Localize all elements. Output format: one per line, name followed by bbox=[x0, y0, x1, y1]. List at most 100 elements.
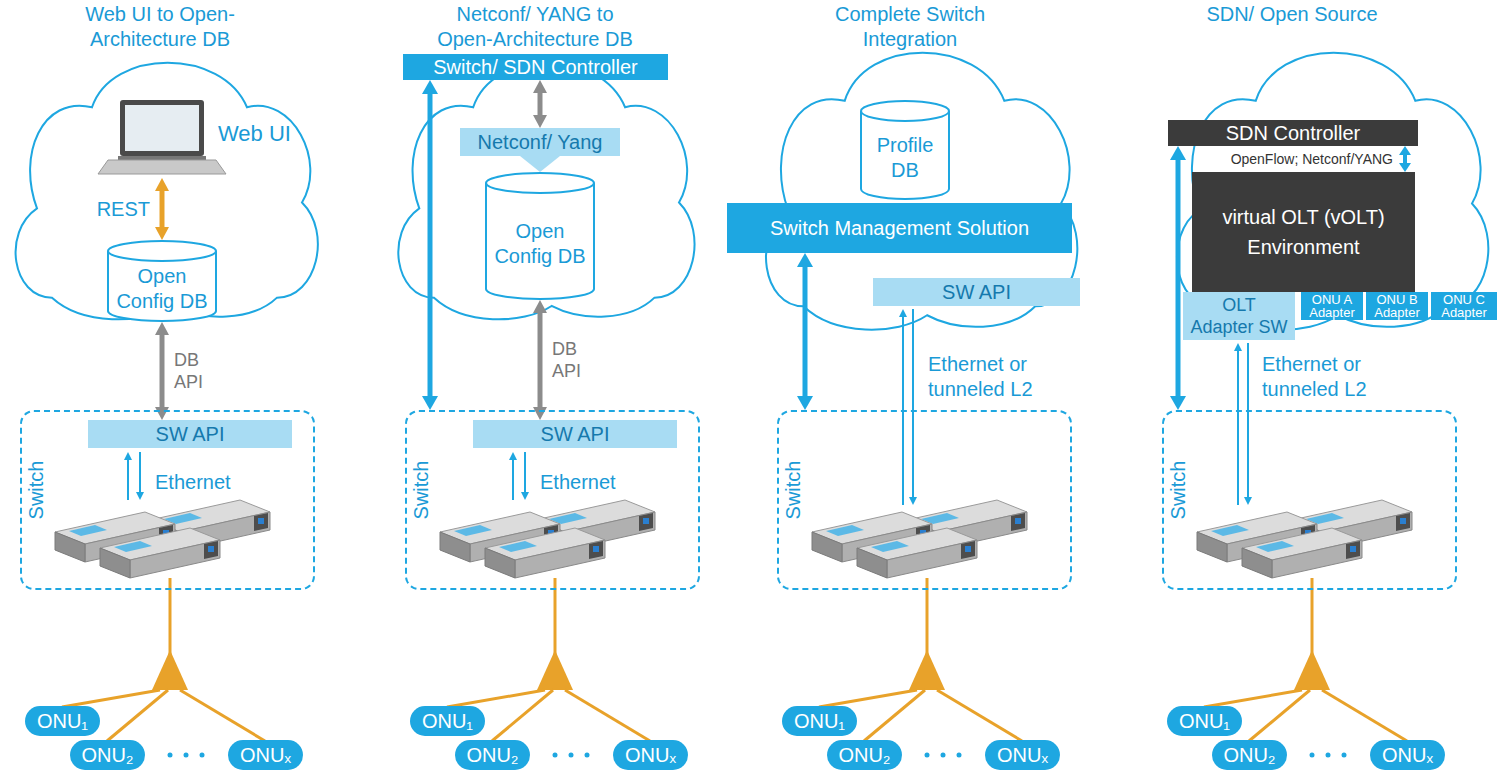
panel-title: Netconf/ YANG to Open-Architecture DB bbox=[429, 2, 641, 52]
database-cylinder: Profile DB bbox=[860, 100, 950, 200]
connector bbox=[540, 93, 541, 115]
ethernet-arrow bbox=[1237, 351, 1239, 505]
onu-pill: ONU₁ bbox=[782, 706, 857, 736]
controller-band: Switch Management Solution bbox=[727, 203, 1072, 253]
api-band: OLT Adapter SW bbox=[1183, 292, 1295, 340]
switch-housing: Switch SW API bbox=[405, 410, 700, 590]
node-text: Switch/ SDN Controller bbox=[433, 54, 638, 80]
database-cylinder: Open Config DB bbox=[107, 240, 217, 322]
node-text: Switch bbox=[1166, 461, 1190, 520]
link-label: Ethernet bbox=[155, 470, 231, 495]
label-text: OpenFlow; Netconf/YANG bbox=[1231, 151, 1393, 168]
node-text: Switch Management Solution bbox=[770, 215, 1029, 241]
onu-pill: ONU₁ bbox=[1167, 706, 1242, 736]
connector bbox=[540, 313, 541, 407]
cloud-outline bbox=[16, 63, 318, 320]
panel-title: SDN/ Open Source bbox=[1167, 2, 1417, 27]
connector bbox=[805, 267, 806, 396]
api-band: SW API bbox=[88, 420, 292, 448]
label-text: Ethernet bbox=[155, 470, 231, 495]
connector-label: REST bbox=[97, 197, 150, 221]
connector bbox=[162, 335, 163, 407]
label-text: Ethernet bbox=[540, 470, 616, 495]
switch-housing: Switch bbox=[1162, 410, 1457, 590]
onu-pill: ONUₓ bbox=[613, 740, 688, 770]
node-text: ONU₁ bbox=[420, 706, 475, 736]
laptop-screen bbox=[125, 105, 199, 151]
connector-line bbox=[1176, 160, 1181, 396]
adapter-box: ONU B Adapter bbox=[1366, 292, 1428, 320]
onu-pill: ONU₂ bbox=[1212, 740, 1287, 770]
node-text: ONU₂ bbox=[1222, 740, 1277, 770]
onu-pill: ONU₂ bbox=[827, 740, 902, 770]
cylinder-body bbox=[108, 241, 216, 321]
node-text: SW API bbox=[479, 420, 671, 448]
cylinder-rim bbox=[108, 251, 216, 261]
onu-pill: ONUₓ bbox=[1370, 740, 1445, 770]
node-text: ONU₂ bbox=[80, 740, 135, 770]
adapter-box: ONU C Adapter bbox=[1431, 292, 1497, 320]
laptop-icon bbox=[98, 100, 226, 174]
node-text: Open Config DB bbox=[491, 219, 589, 269]
node-text: ONU₁ bbox=[792, 706, 847, 736]
web-ui-node: Web UI bbox=[95, 90, 300, 178]
node-text: ONU C Adapter bbox=[1434, 293, 1494, 319]
node-text: Web UI bbox=[218, 121, 291, 147]
connector-label: DB API bbox=[552, 338, 581, 382]
switch-housing: Switch bbox=[777, 410, 1072, 590]
node-text: SW API bbox=[94, 420, 286, 448]
onu-pill: ONU₁ bbox=[410, 706, 485, 736]
ethernet-arrow bbox=[512, 460, 514, 500]
cloud-outline bbox=[1177, 53, 1488, 330]
label-text: DB API bbox=[174, 349, 203, 393]
onu-pill: ONUₓ bbox=[985, 740, 1060, 770]
label-text: Ethernet or tunneled L2 bbox=[1262, 352, 1397, 402]
wedge-arrow bbox=[520, 156, 560, 172]
node-text: Open Config DB bbox=[113, 264, 211, 314]
node-text: SDN Controller bbox=[1226, 120, 1360, 146]
node-text: ONU₁ bbox=[35, 706, 90, 736]
label-text: REST bbox=[97, 197, 150, 221]
cylinder-body bbox=[861, 101, 949, 199]
dark-panel: SDN Controller bbox=[1168, 120, 1418, 146]
connector bbox=[1405, 155, 1406, 163]
node-text: ONUₓ bbox=[238, 740, 293, 770]
link-label: Ethernet or tunneled L2 bbox=[1262, 352, 1397, 402]
onu-pill: ONU₁ bbox=[25, 706, 100, 736]
cylinder-body bbox=[486, 173, 594, 299]
link-label: Ethernet bbox=[540, 470, 616, 495]
connector-line bbox=[538, 93, 543, 115]
ethernet-arrow bbox=[524, 452, 526, 492]
label-text: SDN/ Open Source bbox=[1167, 2, 1417, 27]
connector-label: DB API bbox=[174, 349, 203, 393]
node-text: virtual OLT (vOLT) Environment bbox=[1198, 202, 1409, 262]
node-text: Switch bbox=[409, 461, 433, 520]
panel-title: Web UI to Open-Architecture DB bbox=[60, 2, 260, 52]
database-cylinder: Open Config DB bbox=[485, 172, 595, 300]
laptop-base bbox=[98, 160, 226, 174]
connector-line bbox=[1403, 155, 1407, 163]
onu-pill: ONU₂ bbox=[455, 740, 530, 770]
connector-line bbox=[803, 267, 808, 396]
node-text: ONU A Adapter bbox=[1304, 293, 1360, 319]
laptop-hinge bbox=[118, 156, 206, 160]
connector-line bbox=[428, 94, 433, 396]
api-band: Netconf/ Yang bbox=[460, 128, 620, 156]
node-text: SW API bbox=[879, 278, 1074, 306]
node-text: ONUₓ bbox=[995, 740, 1050, 770]
label-text: Ethernet or tunneled L2 bbox=[928, 352, 1063, 402]
node-text: Netconf/ Yang bbox=[466, 128, 614, 156]
ethernet-arrow bbox=[1247, 343, 1249, 497]
controller-band: Switch/ SDN Controller bbox=[403, 54, 668, 80]
node-text: Switch bbox=[24, 461, 48, 520]
adapter-box: ONU A Adapter bbox=[1301, 292, 1363, 320]
node-text: ONU₁ bbox=[1177, 706, 1232, 736]
label-text: Complete Switch Integration bbox=[810, 2, 1010, 52]
node-text: ONU₂ bbox=[465, 740, 520, 770]
connector bbox=[430, 94, 431, 396]
connector-line bbox=[160, 335, 165, 407]
switch-housing: Switch SW API bbox=[20, 410, 315, 590]
cylinder-rim bbox=[861, 111, 949, 121]
node-text: OLT Adapter SW bbox=[1189, 294, 1289, 338]
connector bbox=[162, 191, 163, 227]
